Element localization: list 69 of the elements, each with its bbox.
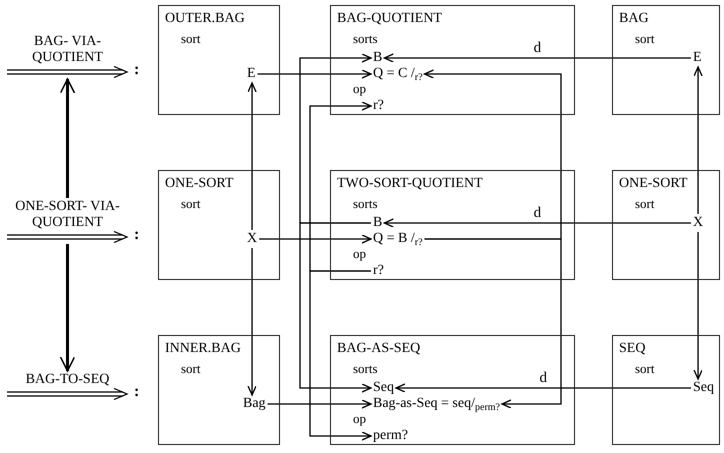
symbol-text: Q = C /$_{r?}$ (373, 66, 423, 82)
module-box (158, 335, 280, 445)
morphism-name: BAG-TO-SEQ (24, 372, 110, 388)
arrow (395, 383, 691, 393)
arrow (247, 82, 257, 230)
symbol-text: r? (373, 98, 384, 114)
symbol-text: Seq (693, 380, 714, 396)
arrow (309, 270, 372, 441)
module-box (612, 170, 720, 280)
morphism-name: ONE-SORT- VIA-QUOTIENT (14, 199, 121, 231)
module-box (158, 5, 280, 115)
arrow (299, 53, 372, 224)
keyword-label: sort (635, 196, 654, 212)
box-heading: BAG (619, 11, 649, 27)
symbol-text: E (247, 66, 256, 82)
refinement-arrow (60, 244, 76, 372)
box-heading: BAG-QUOTIENT (337, 11, 442, 27)
box-heading: BAG-AS-SEQ (337, 341, 420, 357)
arrow (247, 248, 257, 396)
symbol-text: Bag (243, 396, 266, 412)
symbol-text: X (693, 215, 704, 231)
refinement-arrow (60, 78, 76, 198)
symbol-text: Bag-as-Seq = seq/$_{perm?}$ (373, 396, 500, 412)
module-box (330, 5, 575, 115)
keyword-label: op (353, 81, 366, 97)
arrow (268, 399, 372, 409)
keyword-label: sorts (353, 31, 378, 47)
box-heading: OUTER.BAG (165, 11, 245, 27)
colon-text: : (134, 227, 140, 243)
keyword-label: sorts (353, 361, 378, 377)
arrow (384, 53, 691, 63)
module-box (330, 335, 575, 445)
box-heading: ONE-SORT (165, 176, 234, 192)
arrow (299, 222, 372, 393)
keyword-label: sort (181, 361, 200, 377)
colon-text: : (134, 62, 140, 78)
module-box (612, 335, 720, 445)
box-heading: INNER.BAG (165, 341, 241, 357)
symbol-text: Q = B /$_{r?}$ (373, 231, 423, 247)
module-box (330, 170, 575, 280)
symbol-text: B (373, 215, 382, 231)
symbol-text: E (693, 50, 702, 66)
keyword-label: op (353, 411, 366, 427)
module-box (158, 170, 280, 280)
keyword-label: sorts (353, 196, 378, 212)
keyword-label: op (353, 246, 366, 262)
keyword-label: sort (181, 31, 200, 47)
symbol-text: r? (373, 263, 384, 279)
symbol-text: perm? (373, 428, 408, 444)
arrow (259, 234, 372, 244)
arrow (309, 101, 372, 272)
symbol-text: B (373, 50, 382, 66)
symbol-text: X (247, 231, 258, 247)
arrow (693, 232, 703, 380)
box-heading: ONE-SORT (619, 176, 688, 192)
module-box (612, 5, 720, 115)
arrow (384, 218, 691, 228)
symbol-text: Seq (373, 380, 394, 396)
box-heading: SEQ (619, 341, 646, 357)
keyword-label: sort (635, 31, 654, 47)
arrow (424, 69, 562, 240)
colon-text: : (134, 384, 140, 400)
arrow (693, 66, 703, 214)
keyword-label: sort (181, 196, 200, 212)
box-heading: TWO-SORT-QUOTIENT (337, 176, 483, 192)
arrow (258, 69, 372, 79)
arrow (424, 238, 562, 409)
keyword-label: sort (635, 361, 654, 377)
morphism-name: BAG- VIA-QUOTIENT (31, 34, 104, 66)
